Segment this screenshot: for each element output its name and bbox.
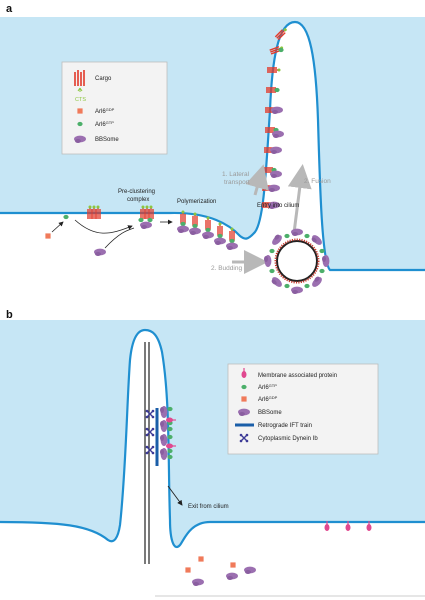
arl6-gdp-icon <box>77 108 83 114</box>
free-arl6-gdp <box>45 233 51 239</box>
arl6-gtp-icon <box>77 121 83 127</box>
assembly-arrow-3 <box>104 227 135 249</box>
preclustering-label-2: complex <box>127 197 149 203</box>
free-bbsome <box>94 248 106 256</box>
budding-label: 2. Budding <box>211 265 242 272</box>
legend-b-arl6-gdp-icon <box>241 396 247 402</box>
exit-label: Exit from cilium <box>188 504 229 510</box>
released-bbsome-1 <box>192 578 204 586</box>
legend-b-box <box>227 363 379 455</box>
released-bbsome-3 <box>244 566 256 574</box>
lateral-transport-arrow <box>245 164 269 196</box>
membrane-cargo-1 <box>87 204 101 220</box>
legend-b-arl6-gdp-label: Arl6GDP <box>258 395 278 403</box>
legend-b-bbsome-label: BBSome <box>258 410 282 416</box>
released-bbsome-2 <box>226 572 238 580</box>
assembly-arrow-2 <box>74 219 133 234</box>
preclustering-complex <box>138 204 154 229</box>
vesicle <box>264 228 330 294</box>
entry-label: Entry into cilium <box>257 203 299 209</box>
legend-ift-label: Retrograde IFT train <box>258 423 312 429</box>
exit-arrow <box>167 485 183 506</box>
legend-cts-label: CTS <box>75 97 86 103</box>
panel-b: b Exit from cilium <box>0 309 425 597</box>
legend-b-arl6-gtp-icon <box>241 384 247 390</box>
preclustering-label: Pre-clustering <box>118 189 155 195</box>
legend-arl6-gtp-label: Arl6GTP <box>95 120 114 128</box>
polymerization-label: Polymerization <box>177 199 216 205</box>
plasma-membrane-a <box>0 20 425 272</box>
assembly-arrow-1 <box>51 221 64 233</box>
fusion-arrow <box>287 164 312 234</box>
panel-a: a Cargo CTS Arl6GDP Arl6GTP BBSome <box>0 3 425 294</box>
ift-assembly <box>144 406 177 466</box>
lateral-transport-label-2: transport <box>224 179 250 186</box>
plasma-membrane-b <box>0 328 425 548</box>
legend-dynein-label: Cytoplasmic Dynein Ib <box>258 436 318 442</box>
cargo-icon <box>74 70 85 86</box>
released-arl6-gdp-3 <box>230 562 236 568</box>
panel-b-label: b <box>6 309 13 321</box>
legend-arl6-gdp-label: Arl6GDP <box>95 107 115 115</box>
legend-bbsome-label: BBSome <box>95 137 119 143</box>
legend-membrane-protein-label: Membrane associated protein <box>258 373 337 379</box>
legend-b: Membrane associated protein Arl6GTP Arl6… <box>227 363 379 455</box>
legend-a: Cargo CTS Arl6GDP Arl6GTP BBSome <box>61 61 168 155</box>
released-arl6-gdp-1 <box>198 556 204 562</box>
legend-cargo-label: Cargo <box>95 76 112 82</box>
free-arl6-gtp <box>63 214 69 220</box>
released-arl6-gdp-2 <box>185 567 191 573</box>
fusion-label: 2. Fusion <box>304 178 331 185</box>
lateral-transport-label: 1. Lateral <box>222 171 250 178</box>
panel-a-label: a <box>6 3 13 15</box>
legend-b-arl6-gtp-label: Arl6GTP <box>258 383 277 391</box>
cts-icon <box>77 87 83 92</box>
